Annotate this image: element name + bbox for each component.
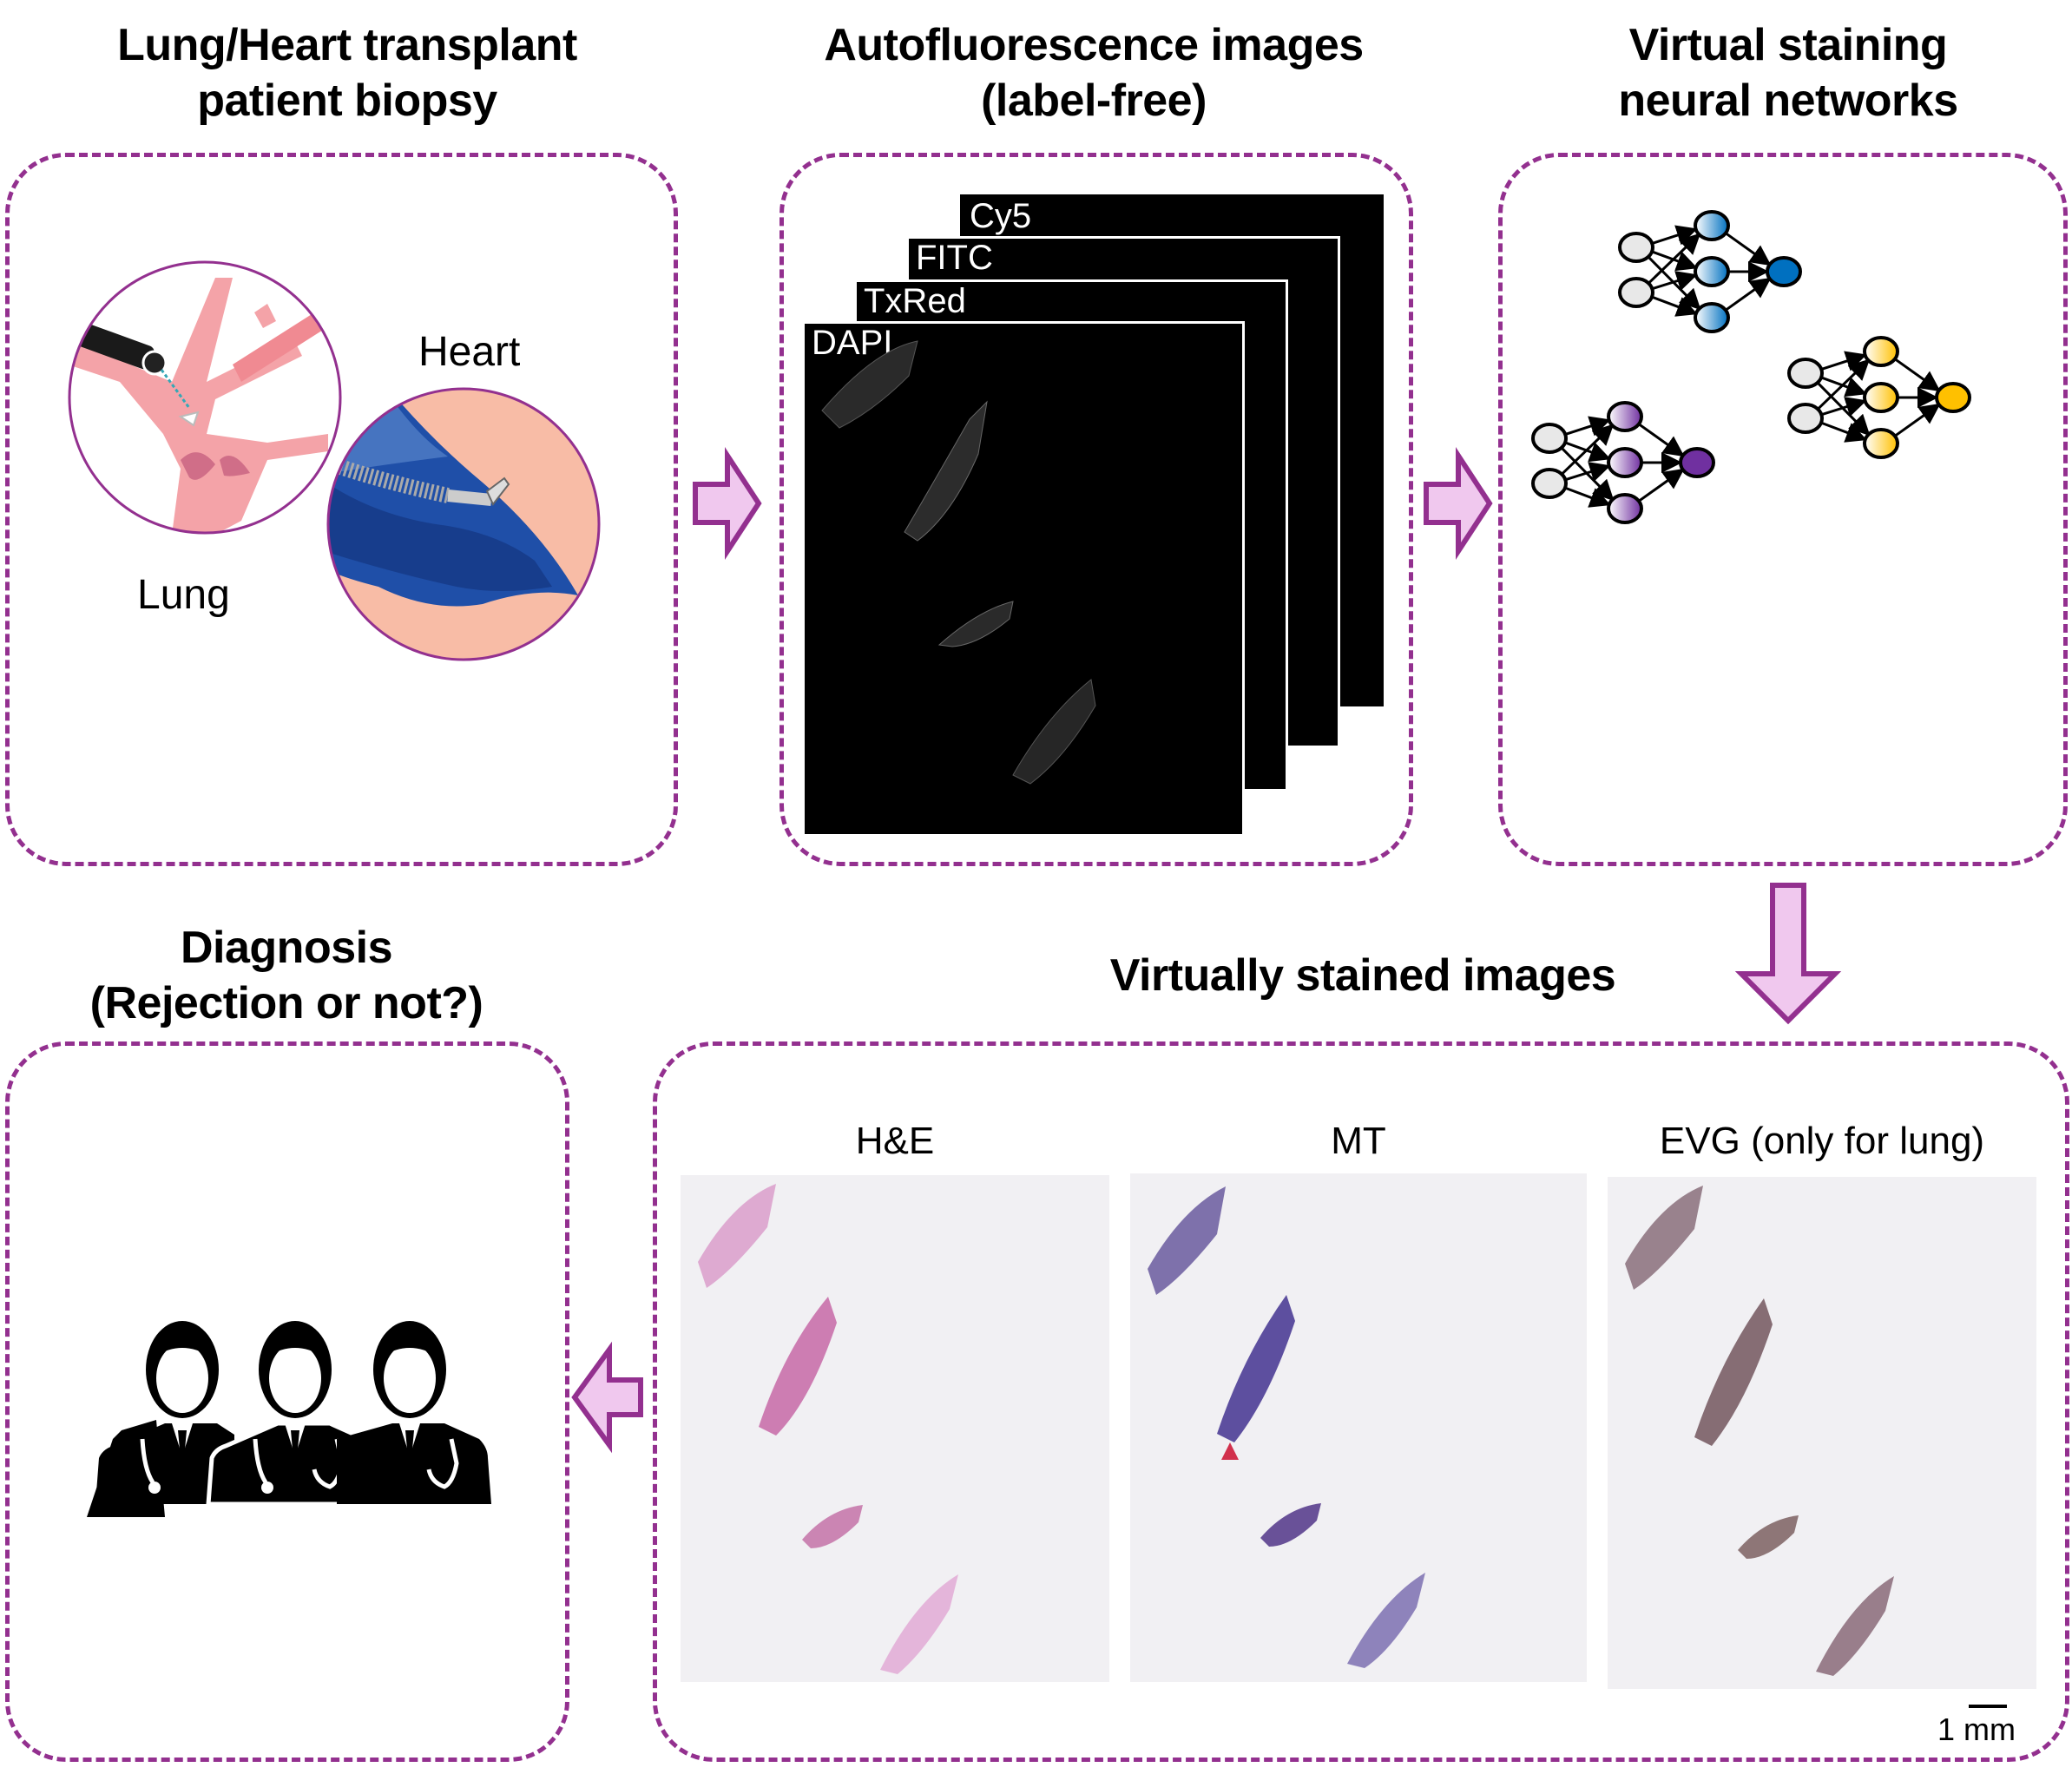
autofluorescence-heading-line2: (label-free) [981, 76, 1207, 126]
hidden-node [1694, 302, 1730, 333]
diagnosis-panel [5, 1041, 569, 1762]
neural-networks-graphic [1531, 210, 1971, 524]
network-edge [1819, 351, 1867, 371]
network-edge [1650, 295, 1698, 317]
output-node [1766, 256, 1802, 287]
neural-network-blue [1618, 210, 1802, 333]
neural-network-yellow [1787, 336, 1971, 459]
channel-image-dapi: DAPI [802, 321, 1245, 837]
lung-illustration [68, 260, 342, 535]
networks-heading-line1: Virtual staining [1628, 20, 1948, 70]
doctor-icon-left [95, 1321, 234, 1504]
stained-heading-text: Virtually stained images [1109, 950, 1616, 1001]
channel-label-dapi: DAPI [812, 324, 893, 362]
network-edge [1893, 357, 1941, 392]
stained-heading: Virtually stained images [1042, 948, 1684, 1003]
network-edge [1560, 424, 1615, 476]
heart-illustration [326, 387, 601, 661]
network-edge [1563, 416, 1611, 437]
stain-title-mt: MT [1331, 1120, 1386, 1162]
biopsy-heading: Lung/Heart transplant patient biopsy [35, 17, 660, 128]
hidden-node [1607, 401, 1643, 432]
doctor-icon-middle [206, 1321, 379, 1507]
autofluorescence-panel [779, 153, 1413, 866]
input-node [1787, 403, 1824, 434]
autofluorescence-heading: Autofluorescence images (label-free) [764, 17, 1424, 128]
doctor-icon-right [337, 1321, 491, 1504]
hidden-node [1863, 336, 1899, 367]
biopsy-heading-line2: patient biopsy [197, 76, 497, 126]
autofluorescence-heading-line1: Autofluorescence images [824, 20, 1364, 70]
network-edge [1893, 403, 1941, 438]
hidden-node [1863, 382, 1899, 413]
flow-arrow-down [1734, 882, 1842, 1026]
diagnosis-heading-line2: (Rejection or not?) [89, 978, 483, 1028]
network-edge [1724, 277, 1772, 312]
diagnosis-heading: Diagnosis (Rejection or not?) [35, 920, 538, 1031]
networks-heading-line2: neural networks [1618, 76, 1958, 126]
diagnosis-heading-line1: Diagnosis [181, 923, 393, 973]
stain-title-evg: EVG (only for lung) [1659, 1120, 1985, 1162]
networks-panel [1498, 153, 2068, 866]
doctors-group-icon [87, 1309, 495, 1517]
stained-image-evg [1608, 1177, 2036, 1689]
lung-label: Lung [137, 572, 230, 618]
stain-title-he: H&E [855, 1120, 935, 1162]
hidden-node [1694, 210, 1730, 241]
scale-bar-line [1969, 1705, 2007, 1708]
network-edge [1650, 271, 1698, 291]
network-edge [1563, 462, 1611, 482]
stained-image-he [681, 1175, 1109, 1682]
hidden-node [1863, 428, 1899, 459]
heart-label: Heart [418, 329, 521, 375]
hidden-node [1694, 256, 1730, 287]
channel-label-fitc: FITC [916, 239, 993, 277]
network-edge [1724, 231, 1772, 266]
network-edge [1819, 421, 1867, 443]
input-node [1618, 232, 1654, 263]
network-edge [1650, 225, 1698, 246]
flow-arrow-right-2 [1424, 446, 1493, 561]
output-node [1679, 447, 1715, 478]
input-node [1531, 423, 1568, 454]
network-edge [1816, 358, 1871, 411]
flow-arrow-right-1 [693, 446, 762, 561]
channel-label-cy5: Cy5 [970, 197, 1032, 235]
biopsy-heading-line1: Lung/Heart transplant [117, 20, 577, 70]
network-edge [1819, 397, 1867, 417]
hidden-node [1607, 493, 1643, 524]
networks-heading: Virtual staining neural networks [1493, 17, 2072, 128]
biopsy-panel [5, 153, 678, 866]
scale-bar-label: 1 mm [1937, 1712, 2016, 1747]
input-node [1787, 358, 1824, 389]
hidden-node [1607, 447, 1643, 478]
network-edge [1637, 422, 1685, 457]
input-node [1618, 277, 1654, 308]
network-edge [1637, 468, 1685, 503]
input-node [1531, 468, 1568, 499]
network-edge [1563, 486, 1611, 508]
output-node [1935, 382, 1971, 413]
stained-images-panel [653, 1041, 2069, 1762]
stained-image-mt [1130, 1173, 1587, 1682]
network-edge [1647, 233, 1701, 286]
channel-label-txred: TxRed [864, 282, 966, 320]
flow-arrow-left [569, 1341, 644, 1454]
neural-network-purple [1531, 401, 1715, 524]
